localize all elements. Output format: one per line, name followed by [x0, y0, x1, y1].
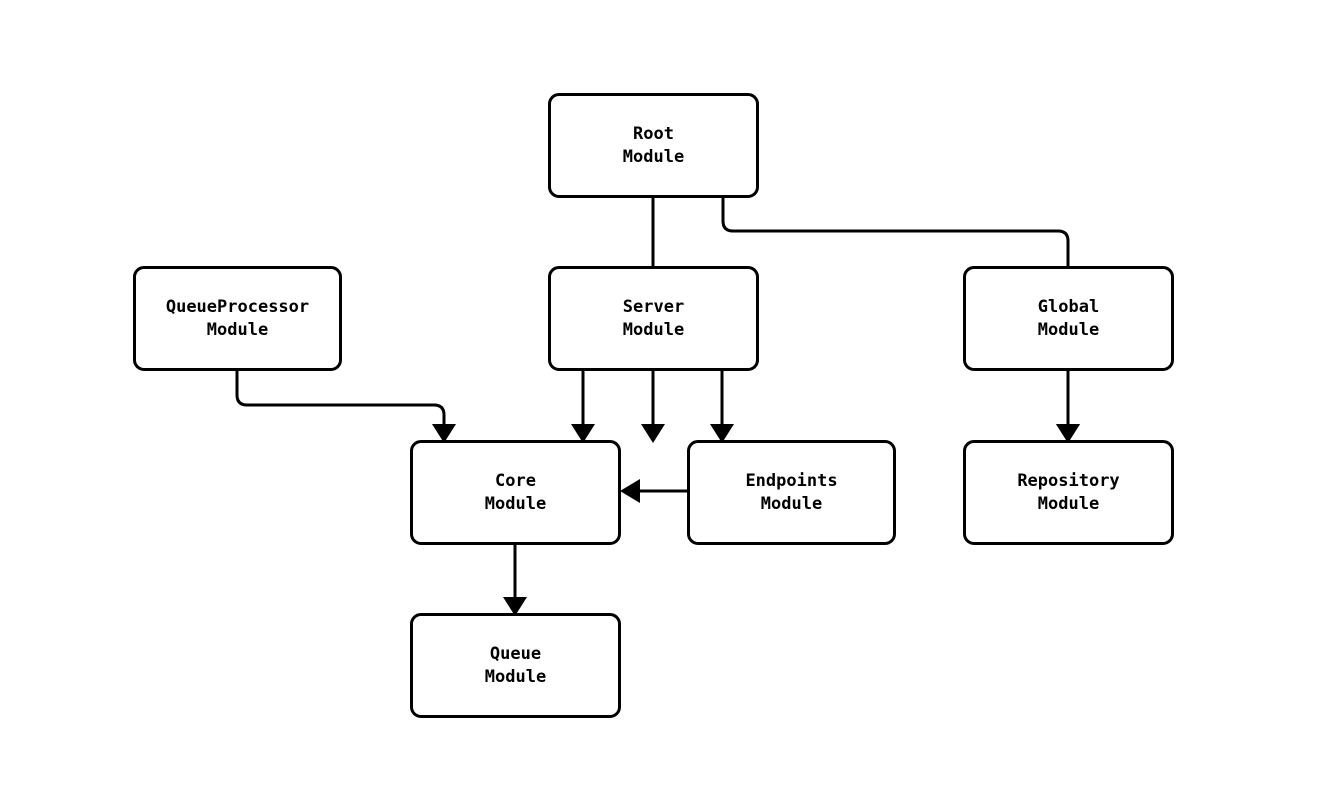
node-endpoints-module-label-line2: Module	[760, 493, 823, 514]
node-server-module[interactable]: Server Module	[548, 266, 759, 371]
node-endpoints-module-label-line1: Endpoints	[745, 470, 838, 491]
node-repository-module[interactable]: Repository Module	[963, 440, 1174, 545]
edge-queueprocessor-to-core	[235, 371, 456, 443]
node-root-module-label-line1: Root	[633, 123, 674, 144]
edge-server-to-core	[571, 371, 595, 443]
node-global-module-label-line1: Global	[1037, 296, 1100, 317]
node-queue-module-label-line2: Module	[484, 666, 547, 687]
node-endpoints-module[interactable]: Endpoints Module	[687, 440, 896, 545]
node-core-module-label-line1: Core	[495, 470, 536, 491]
node-core-module[interactable]: Core Module	[410, 440, 621, 545]
node-server-module-label-line1: Server	[622, 296, 685, 317]
node-queueprocessor-module[interactable]: QueueProcessor Module	[133, 266, 342, 371]
node-queue-module[interactable]: Queue Module	[410, 613, 621, 718]
edge-core-to-queue	[503, 545, 527, 616]
node-root-module[interactable]: Root Module	[548, 93, 759, 198]
node-queue-module-label-line1: Queue	[489, 643, 542, 664]
edge-global-to-repository	[1056, 371, 1080, 443]
node-global-module[interactable]: Global Module	[963, 266, 1174, 371]
node-queueprocessor-module-label-line1: QueueProcessor	[165, 296, 310, 317]
node-core-module-label-line2: Module	[484, 493, 547, 514]
node-server-module-label-line2: Module	[622, 319, 685, 340]
node-repository-module-label-line2: Module	[1037, 493, 1100, 514]
node-root-module-label-line2: Module	[622, 146, 685, 167]
node-queueprocessor-module-label-line2: Module	[206, 319, 269, 340]
node-repository-module-label-line1: Repository	[1017, 470, 1120, 491]
edge-endpoints-to-core	[620, 479, 687, 503]
node-global-module-label-line2: Module	[1037, 319, 1100, 340]
edge-server-to-endpoints	[710, 371, 734, 443]
